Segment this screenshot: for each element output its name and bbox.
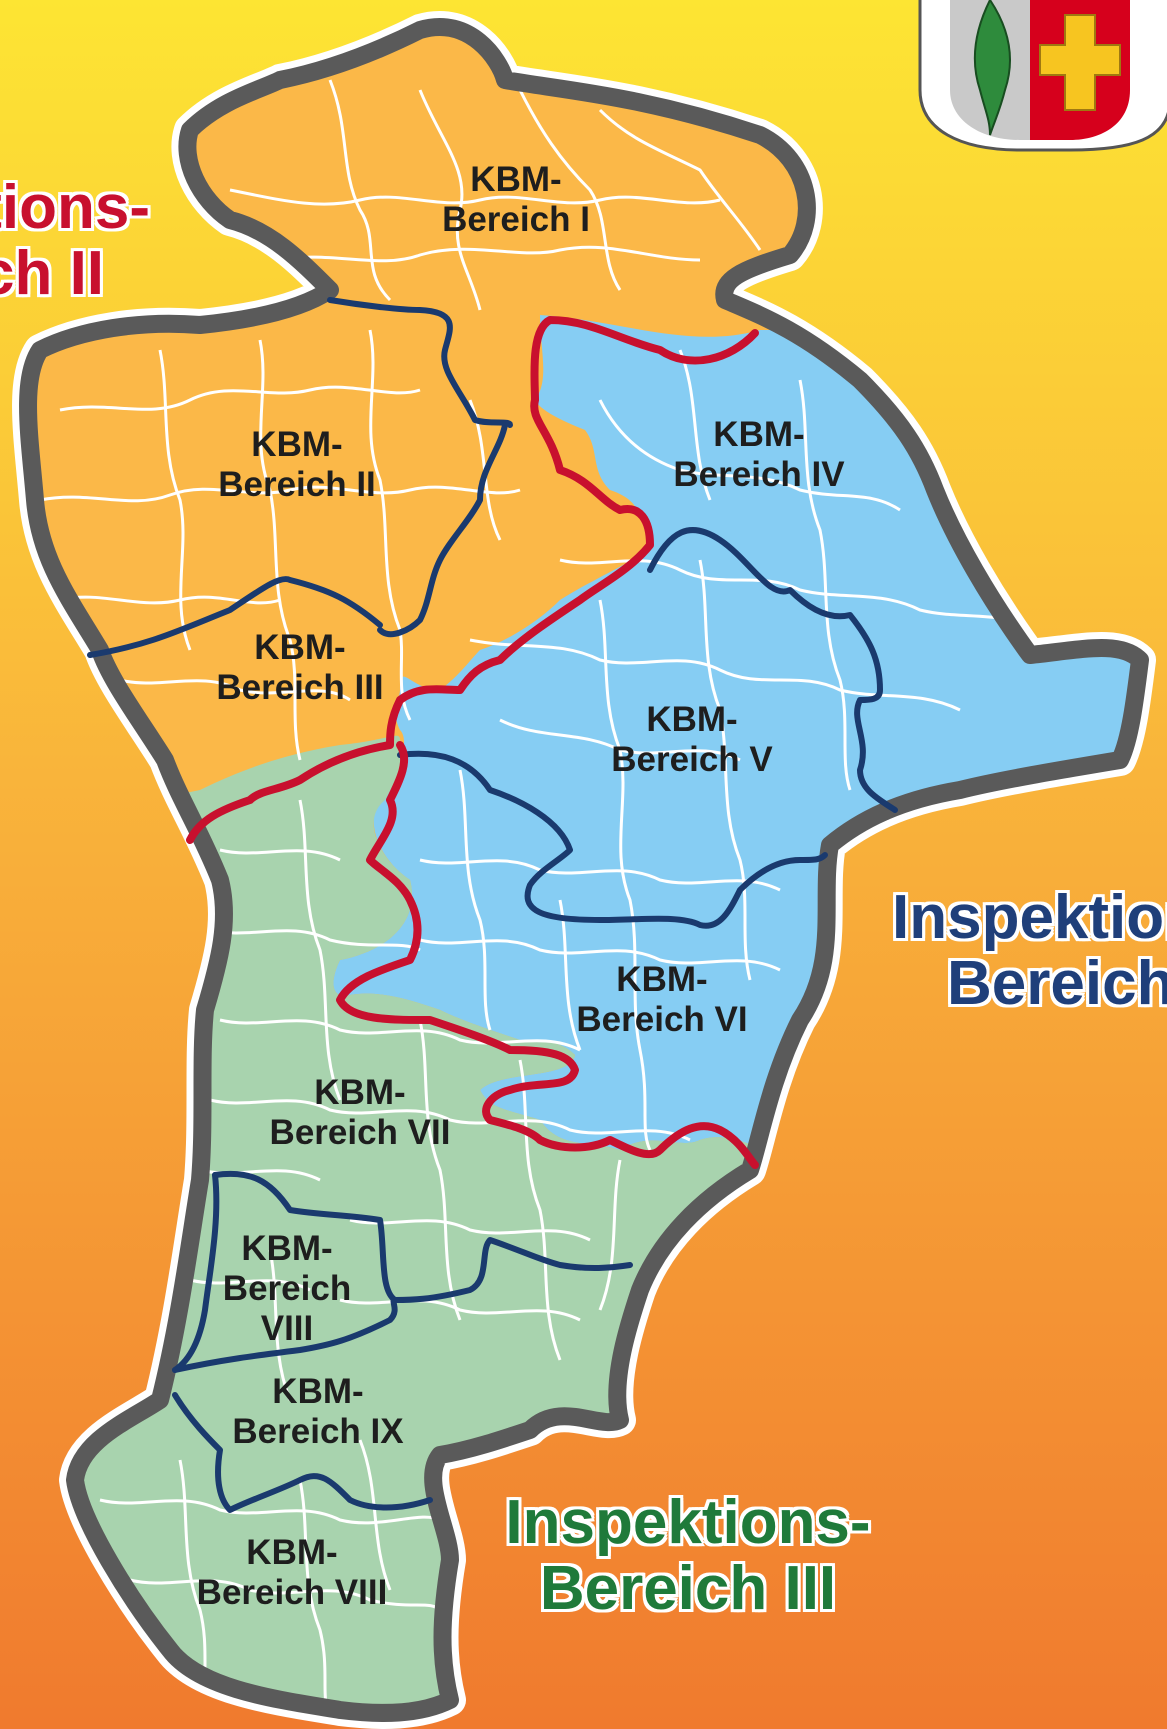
area-label-line: KBM- [251, 425, 343, 464]
area-label-line: Bereich IV [673, 455, 845, 494]
area-label-kbm-ii: KBM- Bereich II [218, 425, 376, 505]
kbm-border-ii-iii-east [377, 422, 508, 638]
kbm-border-v-vi [397, 750, 828, 929]
area-label-line: Bereich V [611, 740, 773, 779]
area-label-line: Bereich [222, 1269, 352, 1308]
area-label-line: KBM- [616, 960, 708, 999]
area-label-line: KBM- [246, 1533, 338, 1572]
area-label-line: KBM- [713, 415, 805, 454]
area-label-kbm-vi: KBM- Bereich VI [576, 960, 747, 1040]
area-label-kbm-i: KBM- Bereich I [442, 160, 590, 240]
area-label-line: KBM- [272, 1372, 364, 1411]
inspection-border-south [336, 741, 759, 1169]
kbm-border-iv-v [647, 527, 898, 813]
area-label-kbm-vii: KBM- Bereich VII [270, 1073, 451, 1153]
inspection-label-line: Bereich [947, 949, 1167, 1018]
area-label-line: Bereich VIII [196, 1573, 388, 1612]
area-label-line: VIII [260, 1309, 314, 1348]
area-label-kbm-v: KBM- Bereich V [611, 700, 772, 780]
area-label-line: KBM- [254, 628, 346, 667]
inspection-label-ii: tions- ch II [0, 175, 150, 307]
area-label-line: Bereich II [218, 465, 376, 504]
area-label-line: Bereich VII [269, 1113, 451, 1152]
inspection-label-line: ch II [0, 239, 105, 308]
kbm-border-i-ii [327, 297, 513, 428]
inspection-label-line: Inspektions- [505, 1488, 871, 1557]
area-label-line: Bereich VI [576, 1000, 748, 1039]
area-label-kbm-iii: KBM- Bereich III [216, 628, 383, 708]
area-label-kbm-viii-north: KBM- Bereich VIII [223, 1229, 351, 1349]
kbm-border-ii-iii [87, 576, 383, 658]
area-label-line: KBM- [646, 700, 738, 739]
area-label-line: KBM- [241, 1229, 333, 1268]
area-label-kbm-iv: KBM- Bereich IV [673, 415, 844, 495]
inspection-label-i: Inspektion Bereich [892, 885, 1167, 1017]
kbm-border-vii-viii [212, 1170, 633, 1303]
area-label-line: Bereich I [442, 200, 590, 239]
coat-of-arms [918, 0, 1167, 152]
area-label-line: KBM- [470, 160, 562, 199]
area-label-kbm-ix: KBM- Bereich IX [232, 1372, 403, 1452]
inspection-label-line: tions- [0, 173, 150, 242]
kbm-border-viii-ix [172, 1297, 398, 1373]
kbm-border-viii-west [172, 1172, 220, 1373]
area-label-line: KBM- [314, 1073, 406, 1112]
inspection-label-iii: Inspektions- Bereich III [498, 1490, 878, 1622]
kbm-border-ix-viii [172, 1392, 433, 1513]
inspection-label-line: Inspektion [892, 883, 1167, 952]
area-label-kbm-viii-south: KBM- Bereich VIII [197, 1533, 388, 1613]
inspection-border-north [186, 316, 759, 844]
area-label-line: Bereich IX [232, 1412, 404, 1451]
inspection-label-line: Bereich III [539, 1554, 837, 1623]
area-label-line: Bereich III [216, 668, 384, 707]
